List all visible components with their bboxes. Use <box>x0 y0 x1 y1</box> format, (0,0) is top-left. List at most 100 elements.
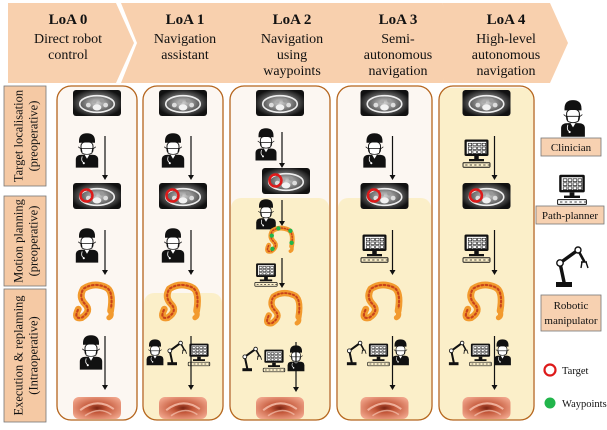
flow-arrow <box>293 342 299 392</box>
colon-image <box>159 281 201 322</box>
flow-arrow <box>188 336 194 390</box>
ct-scan-image <box>73 183 121 209</box>
clinician-icon <box>255 128 277 161</box>
legend-robot-label-line: manipulator <box>544 315 597 327</box>
phase-text-line: (preoperative) <box>27 206 41 277</box>
endoscopic-view-image <box>159 397 207 419</box>
automation-highlight <box>338 198 431 420</box>
clinician-icon <box>161 228 185 263</box>
target-marker <box>165 188 180 203</box>
flow-arrow <box>188 230 194 275</box>
clinician-icon <box>392 339 409 366</box>
loa-description-line: navigation <box>368 64 427 79</box>
robotic-manipulator-icon <box>242 346 262 372</box>
robotic-manipulator-icon <box>448 340 469 366</box>
flow-arrow <box>102 230 108 275</box>
flow-arrow <box>491 336 498 390</box>
phase-box <box>3 195 47 287</box>
path-planner-icon <box>360 234 389 263</box>
legend-robot-label-line: Robotic <box>554 300 589 312</box>
flow-arrow <box>491 136 498 180</box>
flow-arrow <box>188 136 194 180</box>
loa-description-line: navigation <box>476 64 535 79</box>
loa-title: LoA 3 <box>379 12 418 28</box>
loa-column-1 <box>142 85 224 421</box>
column-frame <box>56 85 138 421</box>
phase-box <box>3 288 47 423</box>
legend-waypoints-label: Waypoints <box>562 399 607 410</box>
path-planner-icon <box>367 343 390 367</box>
loa-title: LoA 0 <box>49 12 88 28</box>
flow-arrow <box>279 200 285 226</box>
legend-planner-label: Path-planner <box>542 210 599 222</box>
colon-image <box>360 281 403 322</box>
loa-column-0 <box>56 85 138 421</box>
ct-scan-image <box>256 90 304 116</box>
column-frame <box>336 85 433 421</box>
phase-box <box>3 85 47 187</box>
loa-description-line: using <box>277 48 307 63</box>
endoscopic-view-image <box>360 397 409 419</box>
clinician-icon <box>146 339 164 366</box>
ct-scan-image <box>360 183 409 209</box>
colon-image <box>462 281 505 322</box>
clinician-icon <box>161 133 185 168</box>
column-frame <box>142 85 224 421</box>
clinician-icon <box>256 199 276 230</box>
column-frame <box>438 85 535 421</box>
loa-description-line: control <box>48 48 88 63</box>
phase-text-line: Target localisation <box>12 89 26 182</box>
target-marker <box>268 173 283 188</box>
colon-image <box>73 281 115 322</box>
target-marker <box>468 188 484 203</box>
legend-path-planner: Path-planner <box>535 205 605 225</box>
loa-column-3 <box>336 85 433 421</box>
colon-image <box>263 289 303 327</box>
legend-target: Target <box>543 363 589 377</box>
target-marker <box>79 188 94 203</box>
waypoint-marker <box>289 240 294 245</box>
robotic-manipulator-icon <box>167 340 187 366</box>
waypoint-marker <box>276 226 281 231</box>
flow-arrow <box>102 136 108 180</box>
loa-title: LoA 4 <box>487 12 526 28</box>
waypoint-marker <box>288 228 293 233</box>
robotic-manipulator-icon <box>346 340 367 366</box>
clinician-icon <box>494 339 511 366</box>
flow-arrow <box>491 230 498 275</box>
ct-scan-image <box>159 90 207 116</box>
loa-title: LoA 2 <box>273 12 312 28</box>
target-marker <box>366 188 382 203</box>
legend-clinician: Clinician <box>540 137 602 157</box>
path-planner-icon <box>254 263 278 287</box>
waypoint-marker <box>544 397 556 409</box>
path-planner-icon <box>262 349 286 373</box>
legend-clinician-label: Clinician <box>551 142 592 154</box>
phase-label-1: Motion planning(preoperative) <box>3 195 47 287</box>
legend-robotic-manipulator: Robotic manipulator <box>540 294 602 332</box>
colon-image <box>265 225 295 254</box>
phase-text-line: (Intraoperative) <box>27 316 41 394</box>
flow-arrow <box>279 132 285 168</box>
loa-description-line: waypoints <box>263 64 321 79</box>
phase-text-line: (preoperative) <box>27 101 41 172</box>
path-planner-icon <box>469 343 492 367</box>
ct-scan-image <box>360 90 409 116</box>
legend-target-label: Target <box>562 366 589 377</box>
clinician-icon <box>75 228 99 263</box>
loa-description-line: Semi- <box>381 32 415 47</box>
automation-highlight <box>231 198 329 420</box>
automation-highlight <box>440 88 533 420</box>
loa-description-line: High-level <box>476 32 536 47</box>
phase-text-line: Execution & replanning <box>12 295 26 416</box>
phase-label-2: Execution & replanning(Intraoperative) <box>3 288 47 423</box>
clinician-icon <box>79 335 103 370</box>
ct-scan-image <box>73 90 121 116</box>
loa-description-line: assistant <box>161 48 209 63</box>
